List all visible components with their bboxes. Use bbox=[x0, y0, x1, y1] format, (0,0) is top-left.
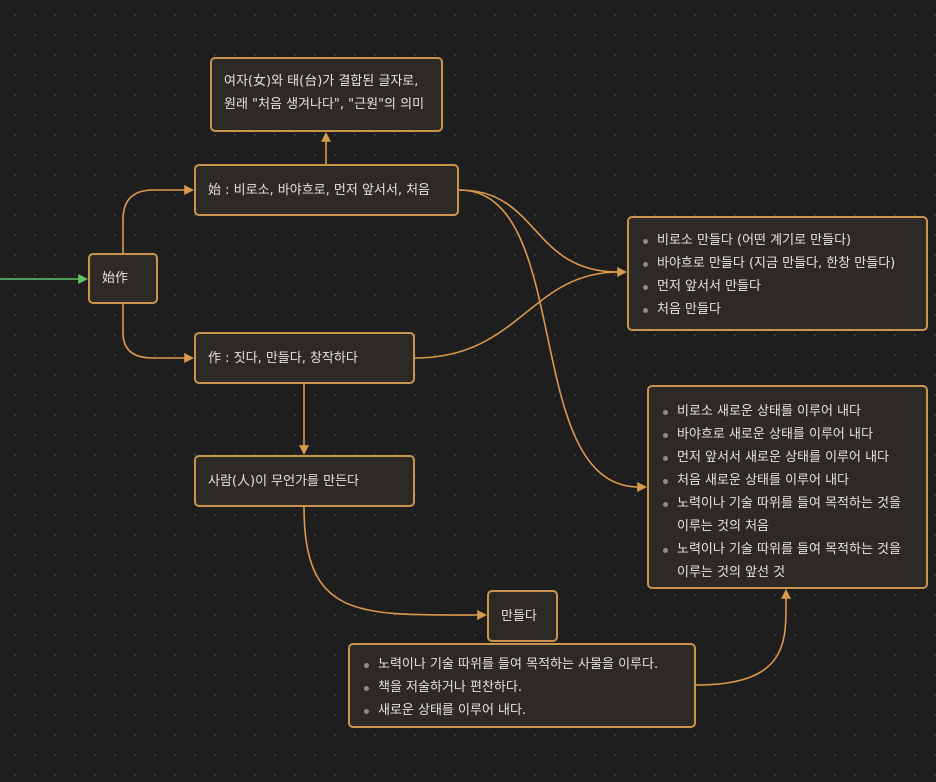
mandeulda-meanings-node[interactable]: 노력이나 기술 따위를 들여 목적하는 사물을 이루다. 책을 저술하거나 편찬… bbox=[348, 643, 696, 728]
edge-root-to-jak bbox=[122, 304, 186, 359]
combo-state-item: 노력이나 기술 따위를 들여 목적하는 것을 이루는 것의 앞선 것 bbox=[661, 538, 914, 584]
combo-make-item: 비로소 만들다 (어떤 계기로 만들다) bbox=[641, 229, 914, 252]
si-origin-line-2: 원래 "처음 생겨나다", "근원"의 의미 bbox=[224, 97, 425, 112]
edge-si-to-combo-state-arrowhead bbox=[637, 482, 647, 492]
si-origin-line-1: 여자(女)와 태(台)가 결합된 글자로, bbox=[224, 74, 419, 89]
si-origin-node[interactable]: 여자(女)와 태(台)가 결합된 글자로, 원래 "처음 생겨나다", "근원"… bbox=[210, 57, 443, 132]
combo-make-item: 바야흐로 만들다 (지금 만들다, 한창 만들다) bbox=[641, 252, 914, 275]
edge-meanings-to-combo-state-arrowhead bbox=[781, 589, 791, 599]
edge-origin-to-mandeulda bbox=[303, 506, 480, 616]
si-meaning-node[interactable]: 始 : 비로소, 바야흐로, 먼저 앞서서, 처음 bbox=[194, 164, 459, 216]
si-meaning-label: 始 : 비로소, 바야흐로, 먼저 앞서서, 처음 bbox=[208, 182, 431, 198]
edge-root-to-jak-arrowhead bbox=[184, 353, 194, 363]
combo-state-item: 먼저 앞서서 새로운 상태를 이루어 내다 bbox=[661, 446, 914, 469]
combo-state-item: 처음 새로운 상태를 이루어 내다 bbox=[661, 469, 914, 492]
jak-origin-node[interactable]: 사람(人)이 무언가를 만든다 bbox=[194, 455, 415, 507]
edge-si-to-combo-state bbox=[458, 189, 640, 488]
mandeulda-meaning-item: 새로운 상태를 이루어 내다. bbox=[362, 699, 682, 722]
edge-jak-to-combo-make bbox=[414, 271, 620, 359]
mandeulda-node[interactable]: 만들다 bbox=[487, 590, 558, 642]
combo-state-item: 노력이나 기술 따위를 들여 목적하는 것을 이루는 것의 처음 bbox=[661, 492, 914, 538]
jak-meaning-label: 作 : 짓다, 만들다, 창작하다 bbox=[208, 350, 358, 366]
jak-meaning-node[interactable]: 作 : 짓다, 만들다, 창작하다 bbox=[194, 332, 415, 384]
edge-root-to-si bbox=[122, 189, 186, 253]
combo-state-node[interactable]: 비로소 새로운 상태를 이루어 내다 바야흐로 새로운 상태를 이루어 내다 먼… bbox=[647, 385, 928, 589]
edge-root-to-si-arrowhead bbox=[184, 185, 194, 195]
edge-si-to-combo-make bbox=[458, 189, 620, 273]
root-node-sijak[interactable]: 始作 bbox=[88, 253, 158, 304]
edge-jak-to-origin-arrowhead bbox=[299, 445, 309, 455]
edge-meanings-to-combo-state bbox=[695, 596, 787, 686]
combo-make-item: 처음 만들다 bbox=[641, 298, 914, 321]
combo-make-item: 먼저 앞서서 만들다 bbox=[641, 275, 914, 298]
combo-state-item: 바야흐로 새로운 상태를 이루어 내다 bbox=[661, 423, 914, 446]
root-node-label: 始作 bbox=[102, 271, 129, 286]
mandeulda-meaning-item: 노력이나 기술 따위를 들여 목적하는 사물을 이루다. bbox=[362, 653, 682, 676]
edge-si-to-origin-arrowhead bbox=[321, 132, 331, 142]
jak-origin-label: 사람(人)이 무언가를 만든다 bbox=[208, 473, 360, 489]
combo-make-node[interactable]: 비로소 만들다 (어떤 계기로 만들다) 바야흐로 만들다 (지금 만들다, 한… bbox=[627, 216, 928, 331]
edge-si-to-combo-make-arrowhead bbox=[617, 267, 627, 277]
edge-origin-to-mandeulda-arrowhead bbox=[477, 610, 487, 620]
incoming-edge-arrowhead bbox=[78, 274, 88, 284]
mandeulda-meaning-item: 책을 저술하거나 편찬하다. bbox=[362, 676, 682, 699]
combo-state-item: 비로소 새로운 상태를 이루어 내다 bbox=[661, 400, 914, 423]
mandeulda-label: 만들다 bbox=[501, 608, 537, 624]
